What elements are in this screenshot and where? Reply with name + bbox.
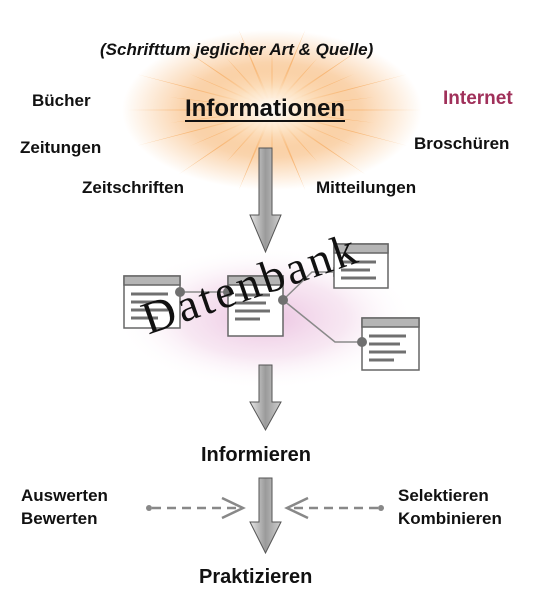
source-broschueren: Broschüren xyxy=(414,134,510,153)
table-1 xyxy=(123,275,185,329)
right-input-kombinieren: Kombinieren xyxy=(398,509,502,528)
step-informieren: Informieren xyxy=(201,444,312,466)
source-internet: Internet xyxy=(443,88,513,109)
table-2 xyxy=(223,275,288,337)
source-mitteilungen: Mitteilungen xyxy=(316,178,417,197)
source-buecher: Bücher xyxy=(32,91,91,110)
source-zeitungen: Zeitungen xyxy=(20,138,102,157)
arrow-down-3 xyxy=(249,477,282,555)
right-inputs: Selektieren Kombinieren xyxy=(398,484,502,530)
source-zeitschriften: Zeitschriften xyxy=(82,178,185,197)
table-4 xyxy=(357,317,420,371)
left-input-bewerten: Bewerten xyxy=(21,509,98,528)
database-schema xyxy=(123,243,420,371)
left-inputs: Auswerten Bewerten xyxy=(21,484,108,530)
arrow-down-2 xyxy=(249,364,282,432)
dashed-arrow-left xyxy=(146,496,246,520)
left-input-auswerten: Auswerten xyxy=(21,486,108,505)
arrow-down-1 xyxy=(249,147,282,254)
starburst xyxy=(122,29,422,191)
subtitle: (Schrifttum jeglicher Art & Quelle) xyxy=(100,40,374,59)
step-praktizieren: Praktizieren xyxy=(199,566,313,588)
dashed-arrow-right xyxy=(284,496,384,520)
center-title: Informationen xyxy=(185,95,345,122)
right-input-selektieren: Selektieren xyxy=(398,486,489,505)
table-3 xyxy=(333,243,389,289)
